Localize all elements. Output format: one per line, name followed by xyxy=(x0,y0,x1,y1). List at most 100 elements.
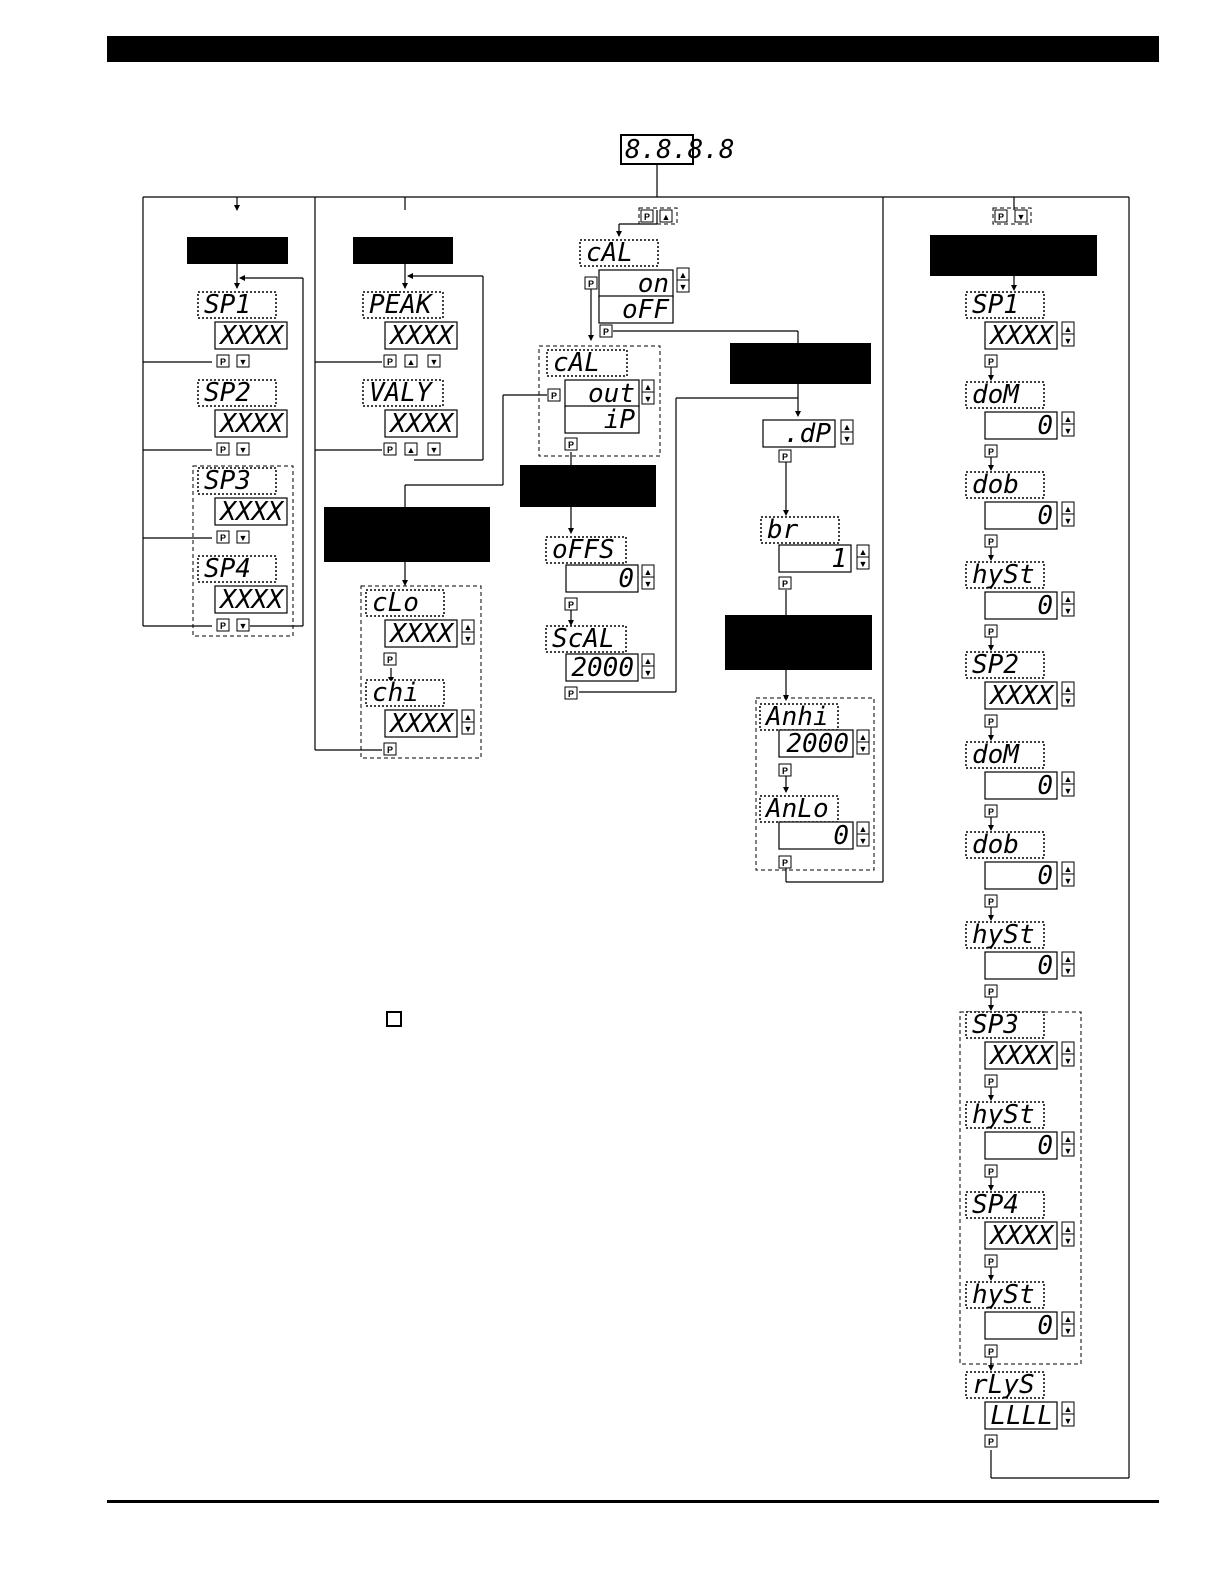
analog-1-p-key[interactable]: P xyxy=(778,855,792,869)
relay-setup-value-7-text: 0 xyxy=(1037,951,1053,981)
br-down-key[interactable]: ▼ xyxy=(856,556,870,570)
dp-up-key[interactable]: ▲ xyxy=(840,419,854,433)
dp-down-key[interactable]: ▼ xyxy=(840,431,854,445)
output-cal-1-up-key[interactable]: ▲ xyxy=(461,709,475,723)
analog-1-up-key[interactable]: ▲ xyxy=(856,821,870,835)
setpoint-4-p-key[interactable]: P xyxy=(216,618,230,632)
output-cal-0-down-key[interactable]: ▼ xyxy=(461,631,475,645)
cal-sub-down-key[interactable]: ▼ xyxy=(641,391,655,405)
analog-0-up-key[interactable]: ▲ xyxy=(856,729,870,743)
cal-label: cAL xyxy=(579,238,659,268)
br-p-key[interactable]: P xyxy=(778,576,792,590)
relay-setup-8-up-key[interactable]: ▲ xyxy=(1061,1041,1075,1055)
relay-setup-1-p-key[interactable]: P xyxy=(984,444,998,458)
relay-setup-12-down-key[interactable]: ▼ xyxy=(1061,1413,1075,1427)
output-cal-1-down-key-glyph: ▼ xyxy=(464,724,473,734)
relay-setup-6-up-key[interactable]: ▲ xyxy=(1061,861,1075,875)
relay-setup-0-p-key[interactable]: P xyxy=(984,354,998,368)
analog-0-down-key[interactable]: ▼ xyxy=(856,741,870,755)
relay-setup-down-key[interactable]: ▼ xyxy=(1014,209,1028,223)
peak-valley-1-up-key[interactable]: ▲ xyxy=(404,442,418,456)
relay-setup-0-up-key[interactable]: ▲ xyxy=(1061,321,1075,335)
relay-setup-6-p-key[interactable]: P xyxy=(984,894,998,908)
input-cal-1-p-key[interactable]: P xyxy=(564,686,578,700)
input-cal-0-up-key[interactable]: ▲ xyxy=(641,564,655,578)
relay-setup-2-up-key[interactable]: ▲ xyxy=(1061,501,1075,515)
setpoint-2-down-key[interactable]: ▼ xyxy=(236,442,250,456)
relay-setup-3-down-key[interactable]: ▼ xyxy=(1061,603,1075,617)
setpoint-3-p-key[interactable]: P xyxy=(216,530,230,544)
relay-setup-10-down-key[interactable]: ▼ xyxy=(1061,1233,1075,1247)
input-cal-1-down-key[interactable]: ▼ xyxy=(641,665,655,679)
br-up-key[interactable]: ▲ xyxy=(856,544,870,558)
relay-setup-4-p-key[interactable]: P xyxy=(984,714,998,728)
setpoint-3-down-key[interactable]: ▼ xyxy=(236,530,250,544)
relay-setup-6-down-key[interactable]: ▼ xyxy=(1061,873,1075,887)
peak-valley-0-p-key[interactable]: P xyxy=(383,354,397,368)
relay-setup-2-down-key[interactable]: ▼ xyxy=(1061,513,1075,527)
relay-setup-5-p-key[interactable]: P xyxy=(984,804,998,818)
cal-sub-label: cAL xyxy=(546,348,628,378)
relay-setup-9-p-key[interactable]: P xyxy=(984,1164,998,1178)
setpoint-1-down-key[interactable]: ▼ xyxy=(236,354,250,368)
setpoint-1-p-key[interactable]: P xyxy=(216,354,230,368)
relay-setup-12-p-key[interactable]: P xyxy=(984,1434,998,1448)
analog-1-down-key[interactable]: ▼ xyxy=(856,833,870,847)
relay-setup-10-up-key[interactable]: ▲ xyxy=(1061,1221,1075,1235)
analog-0-p-key[interactable]: P xyxy=(778,763,792,777)
input-cal-value-0: 0 xyxy=(565,564,639,594)
relay-setup-7-up-key[interactable]: ▲ xyxy=(1061,951,1075,965)
relay-setup-9-down-key[interactable]: ▼ xyxy=(1061,1143,1075,1157)
output-cal-1-down-key[interactable]: ▼ xyxy=(461,721,475,735)
input-cal-1-up-key[interactable]: ▲ xyxy=(641,653,655,667)
setpoint-4-down-key[interactable]: ▼ xyxy=(236,618,250,632)
relay-setup-5-up-key[interactable]: ▲ xyxy=(1061,771,1075,785)
enter-cal-p-key[interactable]: P xyxy=(640,209,654,223)
relay-setup-4-down-key[interactable]: ▼ xyxy=(1061,693,1075,707)
enter-cal-up-key[interactable]: ▲ xyxy=(659,209,673,223)
cal-p-key[interactable]: P xyxy=(584,276,598,290)
cal-sub-out-p-key[interactable]: P xyxy=(547,388,561,402)
output-cal-0-up-key[interactable]: ▲ xyxy=(461,619,475,633)
relay-setup-0-down-key[interactable]: ▼ xyxy=(1061,333,1075,347)
relay-setup-3-p-key[interactable]: P xyxy=(984,624,998,638)
relay-setup-8-p-key[interactable]: P xyxy=(984,1074,998,1088)
relay-setup-11-up-key[interactable]: ▲ xyxy=(1061,1311,1075,1325)
output-cal-0-p-key[interactable]: P xyxy=(383,652,397,666)
input-cal-0-p-key[interactable]: P xyxy=(564,597,578,611)
relay-setup-value-4: XXXX xyxy=(984,681,1058,711)
input-cal-0-down-key[interactable]: ▼ xyxy=(641,576,655,590)
relay-setup-11-p-key[interactable]: P xyxy=(984,1344,998,1358)
relay-setup-7-p-key[interactable]: P xyxy=(984,984,998,998)
dp-p-key[interactable]: P xyxy=(778,449,792,463)
relay-setup-5-down-key[interactable]: ▼ xyxy=(1061,783,1075,797)
relay-setup-8-down-key[interactable]: ▼ xyxy=(1061,1053,1075,1067)
footer-rule xyxy=(107,1500,1159,1503)
relay-setup-4-up-key[interactable]: ▲ xyxy=(1061,681,1075,695)
setpoint-3-p-key-glyph: P xyxy=(220,533,226,543)
peak-valley-1-p-key[interactable]: P xyxy=(383,442,397,456)
peak-valley-0-up-key[interactable]: ▲ xyxy=(404,354,418,368)
relay-setup-2-p-key[interactable]: P xyxy=(984,534,998,548)
cal-up-key[interactable]: ▲ xyxy=(676,267,690,281)
relay-setup-7-down-key[interactable]: ▼ xyxy=(1061,963,1075,977)
relay-setup-1-down-key[interactable]: ▼ xyxy=(1061,423,1075,437)
relay-setup-10-p-key[interactable]: P xyxy=(984,1254,998,1268)
output-cal-1-p-key[interactable]: P xyxy=(383,742,397,756)
enter-cal-up-key-glyph: ▲ xyxy=(662,212,671,222)
cal-off-p-key[interactable]: P xyxy=(599,324,613,338)
relay-setup-1-up-key[interactable]: ▲ xyxy=(1061,411,1075,425)
relay-setup-value-6: 0 xyxy=(984,861,1058,891)
cal-sub-p-key[interactable]: P xyxy=(564,437,578,451)
peak-valley-0-down-key[interactable]: ▼ xyxy=(427,354,441,368)
relay-setup-9-up-key[interactable]: ▲ xyxy=(1061,1131,1075,1145)
relay-setup-p-key[interactable]: P xyxy=(994,209,1008,223)
cal-sub-up-key[interactable]: ▲ xyxy=(641,379,655,393)
relay-setup-3-up-key[interactable]: ▲ xyxy=(1061,591,1075,605)
relay-setup-11-down-key[interactable]: ▼ xyxy=(1061,1323,1075,1337)
relay-setup-12-up-key[interactable]: ▲ xyxy=(1061,1401,1075,1415)
cal-down-key[interactable]: ▼ xyxy=(676,279,690,293)
output-cal-label-1-text: chi xyxy=(372,678,419,708)
peak-valley-1-down-key[interactable]: ▼ xyxy=(427,442,441,456)
setpoint-2-p-key[interactable]: P xyxy=(216,442,230,456)
